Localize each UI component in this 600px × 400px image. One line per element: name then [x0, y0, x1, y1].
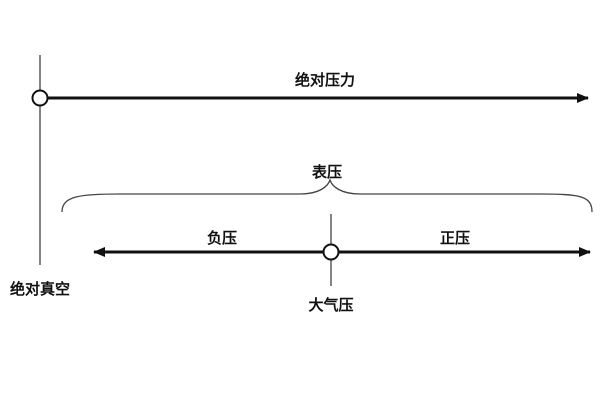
- positive-pressure-label: 正压: [440, 229, 470, 247]
- atmospheric-pressure-point: [322, 243, 340, 261]
- atmospheric-pressure-label: 大气压: [308, 296, 353, 314]
- gauge-pressure-brace: [61, 177, 593, 213]
- gauge-pressure-label: 表压: [312, 163, 342, 181]
- negative-pressure-label: 负压: [207, 229, 237, 247]
- absolute-vacuum-point: [31, 89, 49, 107]
- absolute-vacuum-label: 绝对真空: [10, 280, 70, 298]
- absolute-pressure-label: 绝对压力: [295, 71, 355, 89]
